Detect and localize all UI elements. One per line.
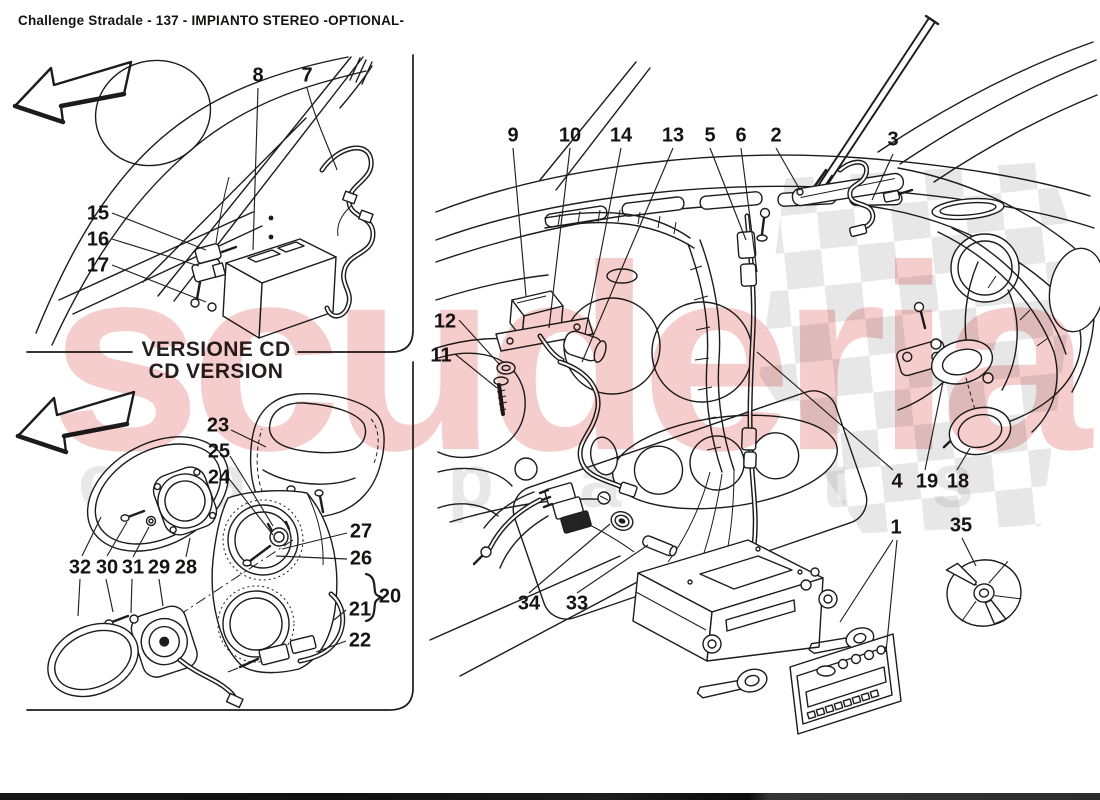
scuderia-watermark: scuderia: [50, 210, 1092, 506]
callout-34: 34: [517, 592, 541, 615]
callout-9: 9: [507, 124, 519, 147]
scan-edge-bar: [0, 793, 1100, 800]
antenna-cable-chain-drawing: [736, 207, 771, 556]
callout-25: 25: [207, 440, 231, 463]
leader-lines-bottom-inset: [77, 429, 348, 653]
callout-18: 18: [946, 470, 970, 493]
connector-cluster-drawing: [472, 482, 678, 569]
callout-4: 4: [891, 470, 903, 493]
callout-13: 13: [661, 124, 685, 147]
callout-1: 1: [890, 516, 902, 539]
callout-24: 24: [207, 466, 231, 489]
tweeter-assembly-drawing: [896, 301, 1012, 456]
callout-26: 26: [349, 547, 373, 570]
amplifier-drawing: [190, 176, 337, 339]
callout-23: 23: [206, 414, 230, 437]
amplifier-cable-drawing: [319, 145, 376, 319]
callout-7: 7: [301, 64, 313, 87]
cd-disc-drawing: [945, 559, 1022, 627]
callout-2: 2: [770, 124, 782, 147]
callout-33: 33: [565, 592, 589, 615]
cd-version-label-it: VERSIONE CD: [141, 338, 291, 361]
callout-21: 21: [348, 598, 372, 621]
radio-head-unit-drawing: [632, 539, 902, 735]
callout-35: 35: [949, 514, 973, 537]
callout-31: 31: [121, 556, 145, 579]
leader-lines-right: [454, 147, 977, 653]
callout-8: 8: [252, 64, 264, 87]
callout-32: 32: [68, 556, 92, 579]
callout-12: 12: [433, 310, 457, 333]
callout-6: 6: [735, 124, 747, 147]
callout-15: 15: [86, 202, 110, 225]
callout-5: 5: [704, 124, 716, 147]
leader-lines-top-inset: [111, 87, 338, 303]
page-title: Challenge Stradale - 137 - IMPIANTO STER…: [18, 13, 405, 28]
callout-27: 27: [349, 520, 373, 543]
callout-17: 17: [86, 254, 110, 277]
dashboard-drawing: [429, 41, 1100, 677]
direction-arrow-top: [15, 62, 131, 122]
callout-20: 20: [378, 585, 402, 608]
callout-30: 30: [95, 556, 119, 579]
callout-22: 22: [348, 629, 372, 652]
callout-29: 29: [147, 556, 171, 579]
antenna-drawing: [791, 14, 940, 238]
cd-version-label-en: CD VERSION: [148, 360, 284, 383]
door-speaker-drawing: [47, 392, 385, 709]
callout-19: 19: [915, 470, 939, 493]
callout-3: 3: [887, 128, 899, 151]
callout-14: 14: [609, 124, 633, 147]
callout-10: 10: [558, 124, 582, 147]
callout-28: 28: [174, 556, 198, 579]
callout-16: 16: [86, 228, 110, 251]
inset-box-borders: [26, 54, 414, 711]
callout-11: 11: [430, 344, 452, 367]
gps-module-drawing: [493, 290, 638, 498]
